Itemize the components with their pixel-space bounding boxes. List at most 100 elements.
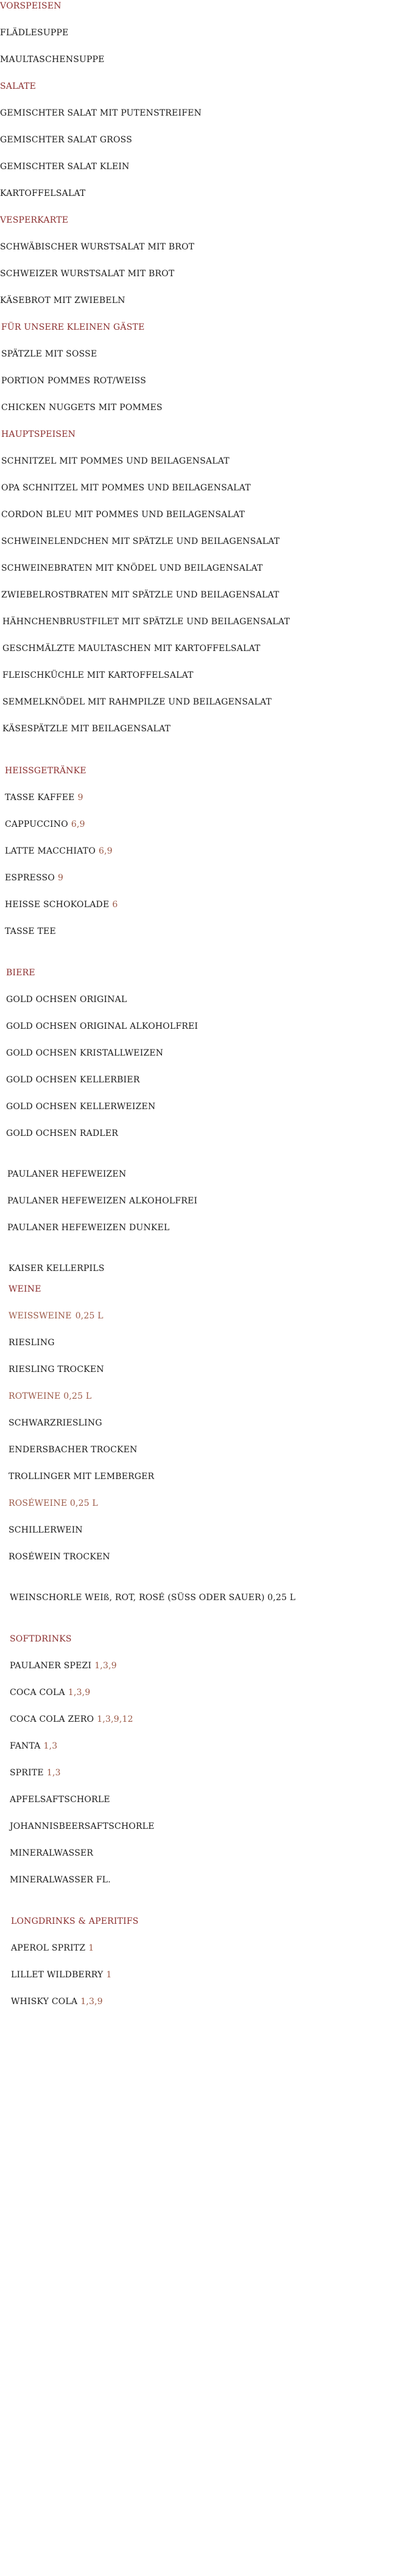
item-name: LATTE MACCHIATO <box>5 846 96 856</box>
item-note: 1,3,9 <box>94 1661 117 1671</box>
item-name: WHISKY COLA <box>11 1997 78 2007</box>
menu-item: TROLLINGER MIT LEMBERGER <box>9 1472 155 1481</box>
menu-item: CORDON BLEU MIT POMMES UND BEILAGENSALAT <box>1 510 245 520</box>
item-note: 9 <box>77 793 83 802</box>
item-name: FANTA <box>10 1741 41 1751</box>
section-title-biere: BIERE <box>6 968 35 978</box>
subheading-rotweine: ROTWEINE 0,25 L <box>9 1391 92 1401</box>
subheading-size: 0,25 L <box>75 1311 103 1321</box>
item-name: APEROL SPRITZ <box>11 1943 86 1953</box>
menu-item: SCHWÄBISCHER WURSTSALAT MIT BROT <box>0 242 195 252</box>
item-note: 1 <box>88 1943 94 1953</box>
menu-item: JOHANNISBEERSAFTSCHORLE <box>10 1822 155 1831</box>
subheading-label: WEISSWEINE <box>9 1311 72 1321</box>
menu-item: ENDERSBACHER TROCKEN <box>9 1445 138 1455</box>
item-note: 1,3 <box>43 1741 58 1751</box>
item-name: COCA COLA <box>10 1688 65 1697</box>
section-title-longdrinks: LONGDRINKS & APERITIFS <box>11 1916 139 1926</box>
menu-item: GOLD OCHSEN KELLERBIER <box>6 1075 140 1085</box>
section-title-softdrinks: SOFTDRINKS <box>10 1634 72 1644</box>
item-note: 1,3,9 <box>80 1997 103 2007</box>
item-note: 1,3,9,12 <box>97 1714 133 1724</box>
menu-item: SCHWEINELENDCHEN MIT SPÄTZLE UND BEILAGE… <box>1 537 280 546</box>
menu-item: GOLD OCHSEN KELLERWEIZEN <box>6 1102 156 1112</box>
menu-item: APFELSAFTSCHORLE <box>10 1795 110 1805</box>
item-name: MINERALWASSER FL. <box>10 1875 111 1885</box>
menu-item: FLÄDLESUPPE <box>0 28 69 38</box>
menu-item: RIESLING <box>9 1338 55 1348</box>
menu-item: MINERALWASSER <box>10 1848 93 1858</box>
section-title-salate: SALATE <box>0 82 37 91</box>
item-name: ESPRESSO <box>5 873 55 883</box>
item-note: 1 <box>106 1970 112 1980</box>
item-name: TASSE KAFFEE <box>5 793 75 802</box>
menu-item: MINERALWASSER FL. <box>10 1875 111 1885</box>
item-name: JOHANNISBEERSAFTSCHORLE <box>10 1822 155 1831</box>
menu-item: KAISER KELLERPILS <box>9 1264 105 1273</box>
item-note: 6,9 <box>71 820 85 829</box>
menu-item: SCHILLERWEIN <box>9 1525 83 1535</box>
section-title-heiss: HEISSGETRÄNKE <box>5 766 86 776</box>
item-name: APFELSAFTSCHORLE <box>10 1795 110 1805</box>
menu-item: GEMISCHTER SALAT KLEIN <box>0 162 130 172</box>
menu-item: GEMISCHTER SALAT MIT PUTENSTREIFEN <box>0 108 202 118</box>
item-name: PAULANER SPEZI <box>10 1661 92 1671</box>
item-note: 1,3 <box>46 1768 61 1778</box>
menu-item: PAULANER HEFEWEIZEN <box>7 1169 127 1179</box>
menu-item: GESCHMÄLZTE MAULTASCHEN MIT KARTOFFELSAL… <box>2 644 261 653</box>
section-title-weine: WEINE <box>9 1284 41 1294</box>
menu-item: PAULANER HEFEWEIZEN ALKOHOLFREI <box>7 1196 198 1206</box>
menu-item: HÄHNCHENBRUSTFILET MIT SPÄTZLE UND BEILA… <box>2 617 290 627</box>
menu-item: SCHWEIZER WURSTSALAT MIT BROT <box>0 269 175 279</box>
menu-item: SCHWARZRIESLING <box>9 1418 102 1428</box>
menu-item: OPA SCHNITZEL MIT POMMES UND BEILAGENSAL… <box>1 483 251 493</box>
item-name: LILLET WILDBERRY <box>11 1970 103 1980</box>
item-name: MINERALWASSER <box>10 1848 94 1858</box>
item-note: 9 <box>58 873 64 883</box>
menu-item: GOLD OCHSEN ORIGINAL <box>6 995 127 1004</box>
section-title-vorspeisen: VORSPEISEN <box>0 1 61 11</box>
item-name: COCA COLA ZERO <box>10 1714 94 1724</box>
menu-item: PAULANER HEFEWEIZEN DUNKEL <box>7 1223 170 1233</box>
item-name: HEISSE SCHOKOLADE <box>5 900 110 910</box>
menu-item: SPÄTZLE MIT SOSSE <box>1 349 97 359</box>
item-name: CAPPUCCINO <box>5 820 68 829</box>
menu-item: ZWIEBELROSTBRATEN MIT SPÄTZLE UND BEILAG… <box>1 590 279 600</box>
item-name: TASSE TEE <box>5 927 56 936</box>
subheading-roseweine: ROSÉWEINE 0,25 L <box>9 1499 99 1508</box>
section-title-kinder: FÜR UNSERE KLEINEN GÄSTE <box>1 322 145 332</box>
menu-item: CHICKEN NUGGETS MIT POMMES <box>1 403 163 413</box>
menu-item: ROSÉWEIN TROCKEN <box>9 1552 110 1562</box>
menu-item: MAULTASCHENSUPPE <box>0 55 105 64</box>
menu-item: GOLD OCHSEN KRISTALLWEIZEN <box>6 1048 164 1058</box>
item-note: 6 <box>112 900 118 910</box>
item-note: 6,9 <box>99 846 113 856</box>
section-title-hauptspeisen: HAUPTSPEISEN <box>1 430 76 439</box>
menu-item: TASSE TEE <box>5 927 56 936</box>
menu-item: GOLD OCHSEN RADLER <box>6 1129 119 1138</box>
menu-item-weinschorle: WEINSCHORLE WEIß, ROT, ROSÉ (SÜSS ODER S… <box>10 1593 296 1603</box>
menu-item: SCHNITZEL MIT POMMES UND BEILAGENSALAT <box>1 456 230 466</box>
menu-item: SCHWEINEBRATEN MIT KNÖDEL UND BEILAGENSA… <box>1 563 263 573</box>
menu-item: SEMMELKNÖDEL MIT RAHMPILZE UND BEILAGENS… <box>2 697 272 707</box>
menu-item: GEMISCHTER SALAT GROSS <box>0 135 132 145</box>
section-title-vesperkarte: VESPERKARTE <box>0 215 69 225</box>
item-note: 1,3,9 <box>68 1688 91 1697</box>
menu-item: KARTOFFELSALAT <box>0 189 86 198</box>
menu-item: FLEISCHKÜCHLE MIT KARTOFFELSALAT <box>2 670 194 680</box>
menu-item: RIESLING TROCKEN <box>9 1365 104 1374</box>
item-name: SPRITE <box>10 1768 44 1778</box>
menu-item: GOLD OCHSEN ORIGINAL ALKOHOLFREI <box>6 1022 198 1031</box>
